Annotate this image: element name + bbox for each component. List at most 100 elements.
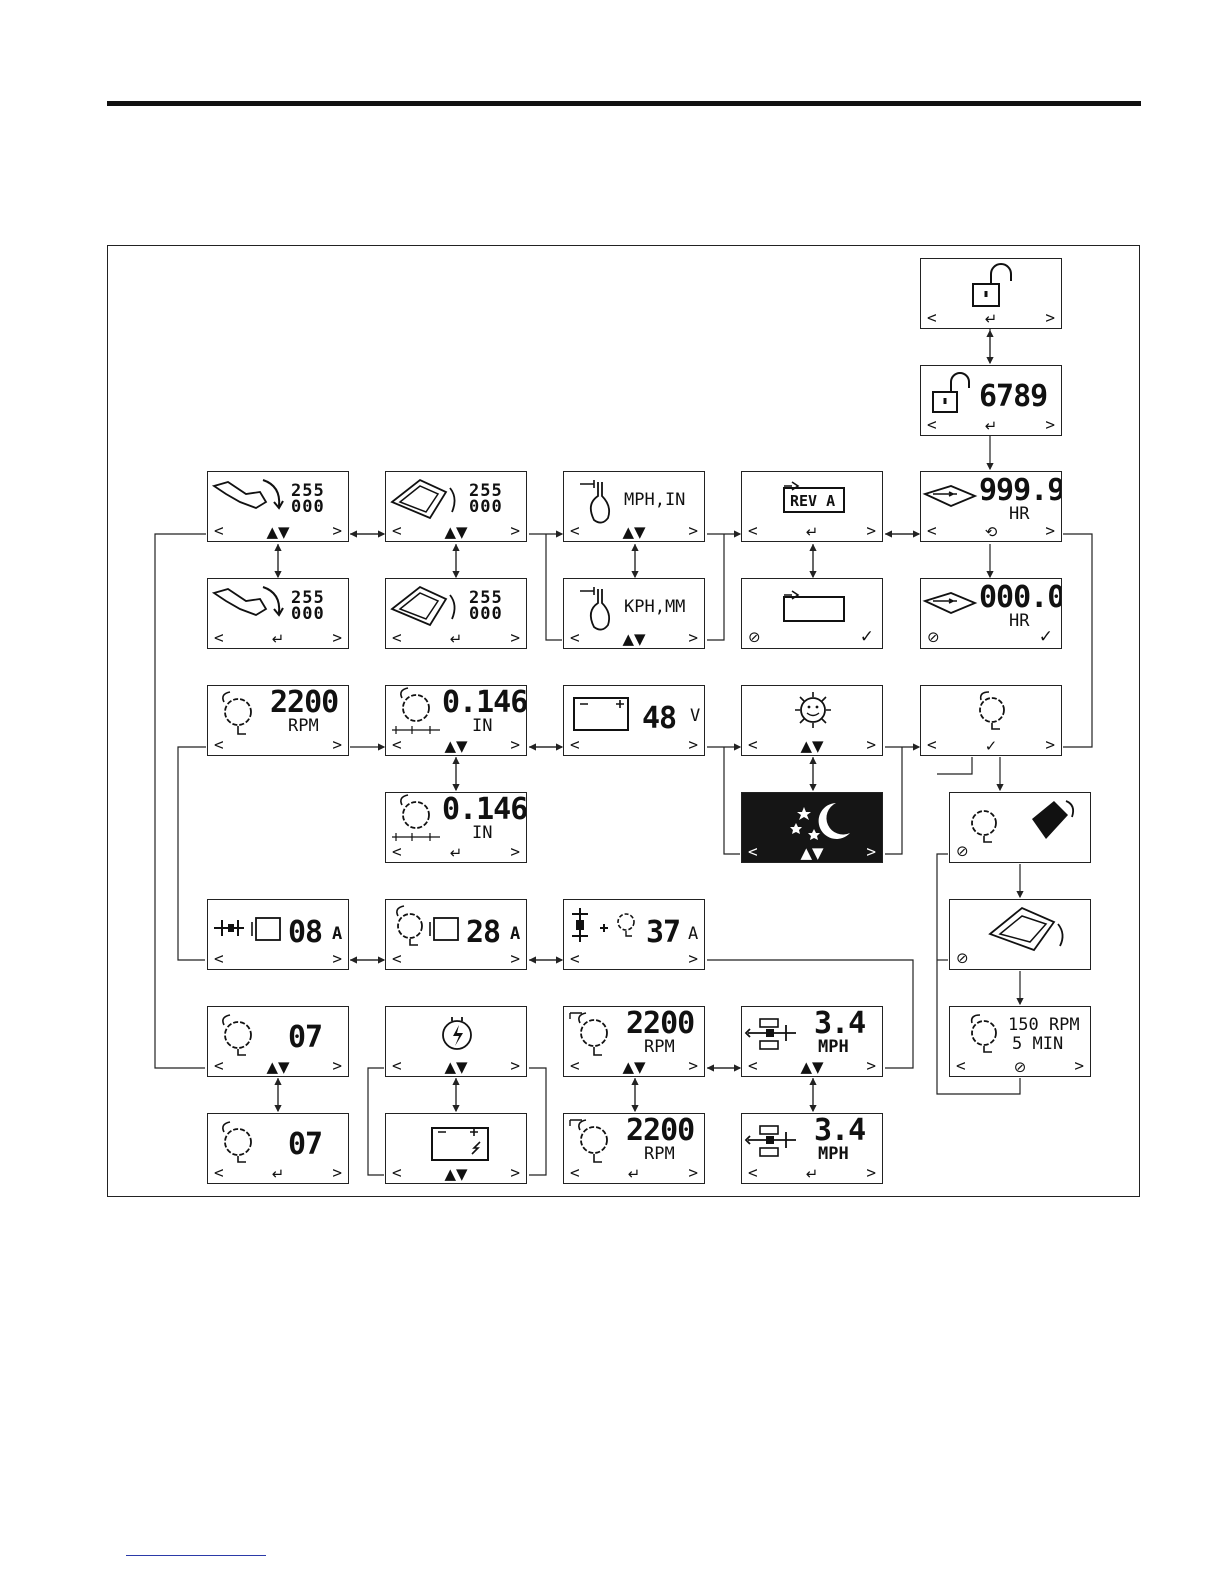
nav-left-icon[interactable]: < (570, 628, 580, 647)
nav-right-icon[interactable]: > (688, 1163, 698, 1182)
check-icon[interactable]: ✓ (984, 737, 998, 755)
enter-icon[interactable]: ↵ (805, 1165, 819, 1183)
screen-seat-tilt-edit[interactable]: 255 000 < ↵ > (385, 578, 527, 649)
screen-max-speed[interactable]: 3.4 MPH < ▲▼ > (741, 1006, 883, 1077)
enter-icon[interactable]: ↵ (627, 1165, 641, 1183)
nav-left-icon[interactable]: < (392, 1056, 402, 1075)
nav-right-icon[interactable]: > (332, 735, 342, 754)
enter-icon[interactable]: ↵ (805, 523, 819, 541)
nav-left-icon[interactable]: < (214, 735, 224, 754)
up-down-icon[interactable]: ▲▼ (266, 1058, 290, 1076)
cancel-icon[interactable]: ⊘ (748, 628, 761, 646)
nav-left-icon[interactable]: < (927, 735, 937, 754)
cancel-icon[interactable]: ⊘ (927, 628, 940, 646)
nav-right-icon[interactable]: > (688, 735, 698, 754)
screen-calibration-seat[interactable]: ⊘ (949, 899, 1091, 970)
nav-right-icon[interactable]: > (332, 1056, 342, 1075)
screen-battery-voltage[interactable]: 48 V < > (563, 685, 705, 756)
enter-icon[interactable]: ↵ (271, 1165, 285, 1183)
screen-night-mode[interactable]: < ▲▼ > (741, 792, 883, 863)
nav-left-icon[interactable]: < (748, 521, 758, 540)
cancel-icon[interactable]: ⊘ (956, 949, 969, 967)
up-down-icon[interactable]: ▲▼ (800, 737, 824, 755)
screen-units-mph[interactable]: MPH,IN < ▲▼ > (563, 471, 705, 542)
screen-motor-rpm[interactable]: 2200 RPM < > (207, 685, 349, 756)
nav-left-icon[interactable]: < (570, 1163, 580, 1182)
screen-seat-tilt[interactable]: 255 000 < ▲▼ > (385, 471, 527, 542)
reset-icon[interactable]: ⟲ (984, 523, 998, 541)
enter-icon[interactable]: ↵ (984, 310, 998, 328)
nav-left-icon[interactable]: < (927, 308, 937, 327)
nav-right-icon[interactable]: > (332, 628, 342, 647)
screen-traction-current[interactable]: 08 A < > (207, 899, 349, 970)
screen-battery-charge[interactable]: < ▲▼ > (385, 1113, 527, 1184)
nav-left-icon[interactable]: < (392, 842, 402, 861)
up-down-icon[interactable]: ▲▼ (622, 1058, 646, 1076)
nav-right-icon[interactable]: > (510, 949, 520, 968)
enter-icon[interactable]: ↵ (449, 844, 463, 862)
nav-left-icon[interactable]: < (392, 735, 402, 754)
screen-pin-code[interactable]: 6789 < ↵ > (920, 365, 1062, 436)
nav-left-icon[interactable]: < (927, 415, 937, 434)
screen-pump-rpm-edit[interactable]: 2200 RPM < ↵ > (563, 1113, 705, 1184)
up-down-icon[interactable]: ▲▼ (622, 523, 646, 541)
up-down-icon[interactable]: ▲▼ (622, 630, 646, 648)
confirm-icon[interactable]: ✓ (1038, 627, 1053, 647)
nav-right-icon[interactable]: > (866, 842, 876, 861)
nav-right-icon[interactable]: > (1074, 1056, 1084, 1075)
nav-left-icon[interactable]: < (214, 949, 224, 968)
nav-left-icon[interactable]: < (570, 735, 580, 754)
screen-unlock[interactable]: < ↵ > (920, 258, 1062, 329)
nav-left-icon[interactable]: < (748, 842, 758, 861)
screen-units-kph[interactable]: KPH,MM < ▲▼ > (563, 578, 705, 649)
screen-pump-rpm[interactable]: 2200 RPM < ▲▼ > (563, 1006, 705, 1077)
screen-motor-calibration[interactable]: < ✓ > (920, 685, 1062, 756)
nav-left-icon[interactable]: < (214, 1163, 224, 1182)
nav-left-icon[interactable]: < (927, 521, 937, 540)
screen-lift-arm[interactable]: 255 000 < ▲▼ > (207, 471, 349, 542)
nav-left-icon[interactable]: < (392, 949, 402, 968)
screen-motor-wear-edit[interactable]: 0.146 IN < ↵ > (385, 792, 527, 863)
nav-right-icon[interactable]: > (866, 1056, 876, 1075)
cancel-icon[interactable]: ⊘ (1013, 1058, 1027, 1076)
screen-revision[interactable]: REV A < ↵ > (741, 471, 883, 542)
nav-right-icon[interactable]: > (688, 949, 698, 968)
nav-right-icon[interactable]: > (1045, 735, 1055, 754)
nav-right-icon[interactable]: > (332, 521, 342, 540)
up-down-icon[interactable]: ▲▼ (800, 844, 824, 862)
screen-service-hours[interactable]: 999.9 HR < ⟲ > (920, 471, 1062, 542)
nav-left-icon[interactable]: < (570, 1056, 580, 1075)
nav-left-icon[interactable]: < (570, 949, 580, 968)
screen-revision-reset[interactable]: ⊘ ✓ (741, 578, 883, 649)
nav-left-icon[interactable]: < (214, 521, 224, 540)
nav-right-icon[interactable]: > (332, 1163, 342, 1182)
nav-right-icon[interactable]: > (688, 628, 698, 647)
screen-fault-code-edit[interactable]: 07 < ↵ > (207, 1113, 349, 1184)
screen-motor-wear[interactable]: 0.146 IN < ▲▼ > (385, 685, 527, 756)
nav-left-icon[interactable]: < (570, 521, 580, 540)
nav-right-icon[interactable]: > (332, 949, 342, 968)
screen-total-current[interactable]: 37 A < > (563, 899, 705, 970)
screen-day-mode[interactable]: < ▲▼ > (741, 685, 883, 756)
screen-max-speed-edit[interactable]: 3.4 MPH < ↵ > (741, 1113, 883, 1184)
nav-right-icon[interactable]: > (510, 628, 520, 647)
nav-right-icon[interactable]: > (866, 1163, 876, 1182)
screen-pump-current[interactable]: 28 A < > (385, 899, 527, 970)
up-down-icon[interactable]: ▲▼ (444, 1165, 468, 1183)
up-down-icon[interactable]: ▲▼ (444, 737, 468, 755)
cancel-icon[interactable]: ⊘ (956, 842, 969, 860)
nav-right-icon[interactable]: > (510, 735, 520, 754)
nav-right-icon[interactable]: > (866, 521, 876, 540)
nav-left-icon[interactable]: < (956, 1056, 966, 1075)
confirm-icon[interactable]: ✓ (859, 627, 874, 647)
nav-left-icon[interactable]: < (392, 628, 402, 647)
nav-right-icon[interactable]: > (510, 1056, 520, 1075)
nav-right-icon[interactable]: > (1045, 415, 1055, 434)
nav-right-icon[interactable]: > (510, 1163, 520, 1182)
screen-fault-code[interactable]: 07 < ▲▼ > (207, 1006, 349, 1077)
screen-calibration-run[interactable]: 150 RPM 5 MIN < ⊘ > (949, 1006, 1091, 1077)
nav-right-icon[interactable]: > (688, 521, 698, 540)
nav-left-icon[interactable]: < (214, 1056, 224, 1075)
nav-left-icon[interactable]: < (214, 628, 224, 647)
enter-icon[interactable]: ↵ (984, 417, 998, 435)
